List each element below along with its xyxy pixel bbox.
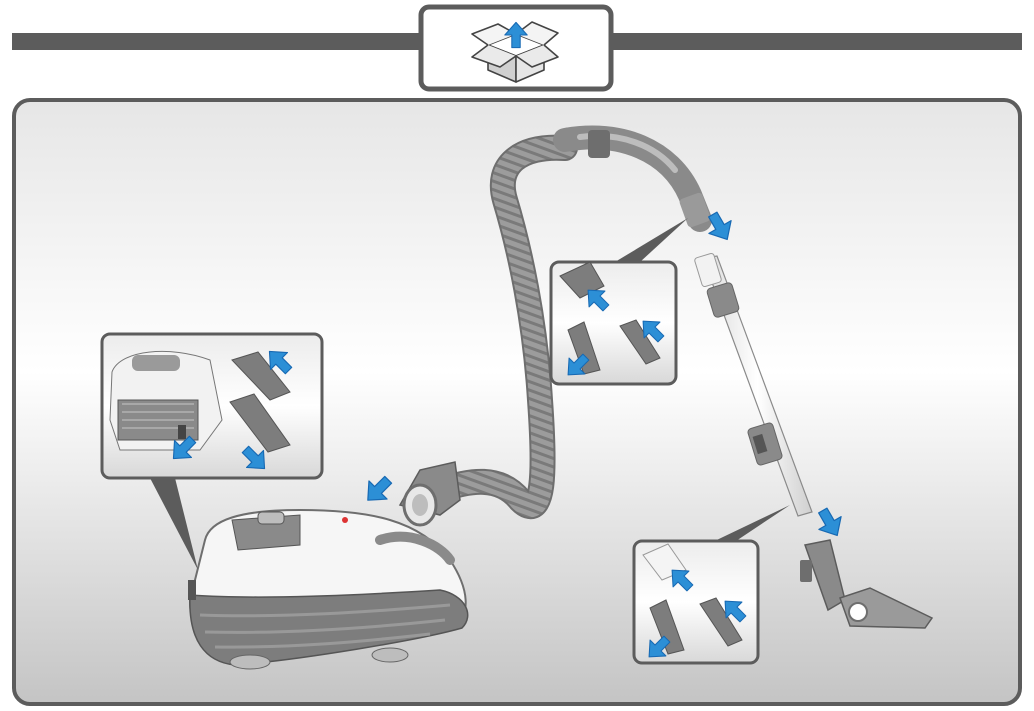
unpack-box-icon xyxy=(471,21,559,83)
suction-hose xyxy=(398,125,712,527)
callout-pointer-handle xyxy=(605,218,688,268)
header-bar xyxy=(12,4,1022,92)
callout-pointer-tube xyxy=(700,505,790,548)
telescopic-tube xyxy=(694,252,813,517)
inset-tube-connection xyxy=(632,539,760,665)
inset-accessory-storage xyxy=(100,332,324,480)
vacuum-cleaner-body xyxy=(188,508,469,670)
floor-nozzle xyxy=(800,539,934,629)
callout-pointer-body xyxy=(150,478,198,570)
inset-handle-connection xyxy=(549,260,678,386)
